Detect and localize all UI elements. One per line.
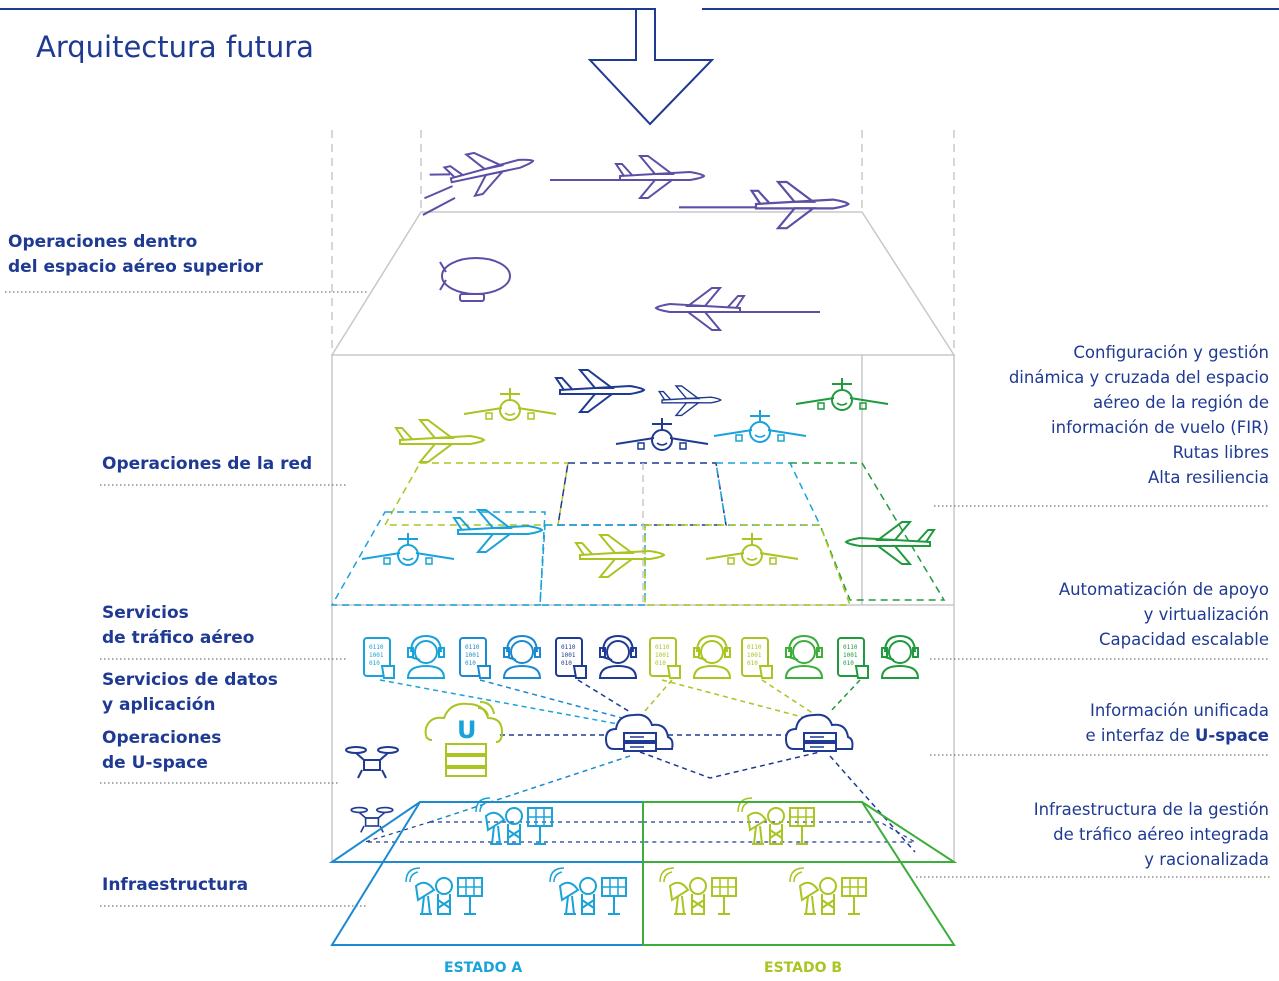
page-title: Arquitectura futura: [36, 30, 314, 64]
data-connections: [379, 679, 916, 853]
label-ats: Servicios de tráfico aéreo: [102, 601, 254, 651]
label-data-services: Servicios de datos y aplicación: [102, 668, 278, 718]
airship-icon: [439, 257, 511, 302]
label-info-line2: e interfaz de U-space: [1085, 723, 1269, 748]
airplane-icon: [678, 180, 850, 230]
label-automation-line2: y virtualización: [1143, 605, 1269, 624]
label-automation: Automatización de apoyo y virtualización…: [1059, 577, 1269, 652]
svg-text:U: U: [457, 716, 477, 744]
uspace-server-icon: U: [424, 701, 504, 777]
label-data-line2: y aplicación: [102, 695, 216, 715]
label-info-text: e interfaz de: [1085, 726, 1190, 745]
airplane-icon: [550, 155, 705, 199]
airplane-icon: [655, 287, 820, 331]
label-ats-line1: Servicios: [102, 603, 189, 623]
label-upper-airspace-line1: Operaciones dentro: [8, 232, 198, 252]
uspace-brand-logo: U-space: [1195, 726, 1269, 745]
label-unified-info: Información unificada e interfaz de U-sp…: [1085, 698, 1269, 748]
label-upper-airspace-line2: del espacio aéreo superior: [8, 257, 263, 277]
label-uspace-line1: Operaciones: [102, 728, 222, 748]
label-uspace: Operaciones de U-space: [102, 726, 221, 776]
upper-airspace-aircraft: [422, 140, 850, 331]
label-automation-line1: Automatización de apoyo: [1058, 580, 1269, 599]
label-fir-line3: aéreo de la región de: [1092, 393, 1269, 412]
label-fir: Configuración y gestión dinámica y cruza…: [1009, 340, 1269, 490]
label-fir-line1: Configuración y gestión: [1073, 343, 1269, 362]
down-arrow-icon: [0, 8, 1279, 126]
label-fir-line2: dinámica y cruzada del espacio: [1008, 368, 1269, 387]
label-atm-infra: Infraestructura de la gestión de tráfico…: [1034, 797, 1269, 872]
label-atm-infra-line1: Infraestructura de la gestión: [1033, 800, 1269, 819]
label-info-line1: Información unificada: [1089, 701, 1269, 720]
network-grid: [330, 462, 946, 606]
label-data-line1: Servicios de datos: [102, 670, 278, 690]
label-infrastructure: Infraestructura: [102, 875, 249, 895]
airspace-guides: [331, 130, 955, 355]
label-fir-line4: información de vuelo (FIR): [1051, 418, 1269, 437]
label-free-routes: Rutas libres: [1172, 443, 1269, 462]
state-b-label: ESTADO B: [764, 960, 843, 976]
label-ats-line2: de tráfico aéreo: [102, 628, 255, 648]
state-a-label: ESTADO A: [444, 960, 523, 976]
airplane-icon: [422, 140, 539, 216]
label-atm-infra-line3: y racionalizada: [1144, 850, 1269, 869]
label-resilience: Alta resiliencia: [1148, 468, 1269, 487]
label-upper-airspace: Operaciones dentro del espacio aéreo sup…: [8, 230, 263, 280]
leader-lines: [5, 291, 1270, 907]
label-atm-infra-line2: de tráfico aéreo integrada: [1053, 825, 1269, 844]
label-scalable: Capacidad escalable: [1098, 630, 1269, 649]
label-network: Operaciones de la red: [102, 454, 313, 474]
label-uspace-line2: de U-space: [102, 753, 208, 773]
